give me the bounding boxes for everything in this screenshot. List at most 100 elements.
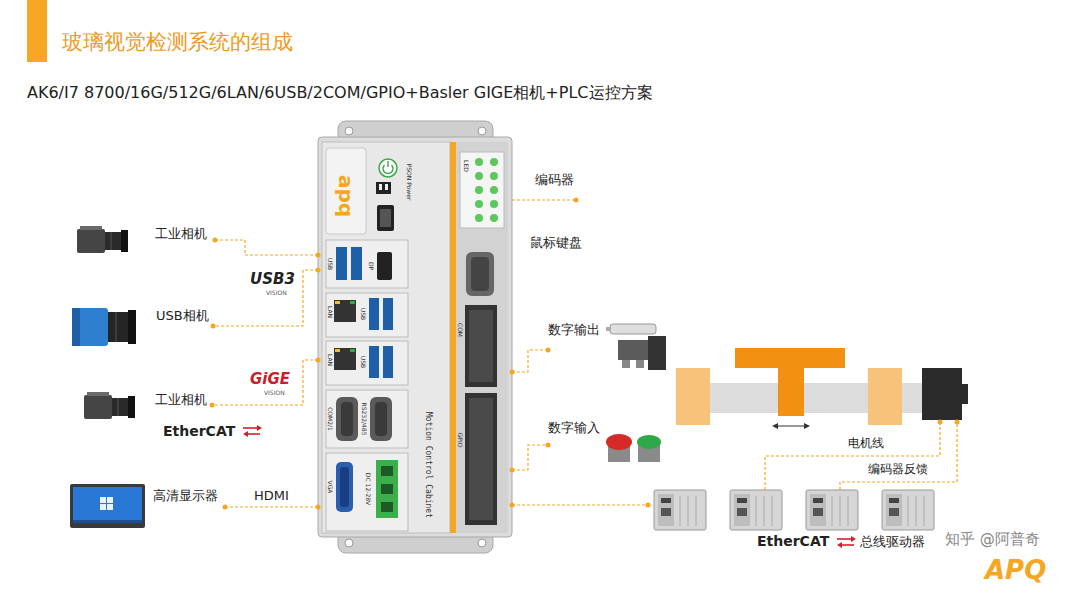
bus-drivers-icon-part xyxy=(810,494,826,526)
hd-monitor-icon-part xyxy=(107,504,113,510)
connector xyxy=(210,358,321,408)
industrial-camera: 工业相机 xyxy=(82,388,212,424)
bus-drivers-icon-part xyxy=(813,498,823,503)
power-vga-panel-part xyxy=(326,453,408,531)
port-label: COM xyxy=(456,323,463,337)
led-panel-part xyxy=(490,186,498,194)
led-panel-part xyxy=(460,152,504,228)
linear-axis-part xyxy=(772,423,778,429)
bus-drivers-icon-part xyxy=(889,498,899,503)
led-panel xyxy=(460,152,504,228)
dashed-wire xyxy=(512,504,648,505)
digital-output-icon-part xyxy=(618,340,652,360)
port-label: COM2/1 xyxy=(326,407,333,431)
bus-drivers-icon-part xyxy=(916,496,917,526)
led-panel-part xyxy=(475,172,483,180)
digital-output-icon-part xyxy=(606,327,611,331)
hdmi-port-part xyxy=(377,205,394,231)
servo-motor-part xyxy=(922,368,962,420)
connector xyxy=(510,348,551,375)
lan-usb-panel-part xyxy=(350,301,355,304)
lan-usb-panel-part xyxy=(369,346,379,378)
power-button-part xyxy=(385,184,388,190)
led-panel-part xyxy=(490,158,498,166)
bus-drivers-icon-part xyxy=(654,490,706,530)
bus-drivers-icon-part xyxy=(908,496,909,526)
node-label: Motion Control Cabinet xyxy=(423,412,433,518)
encoder-leader-part xyxy=(512,199,576,200)
power-vga-panel-part xyxy=(381,466,393,476)
usb-camera-icon-part xyxy=(116,312,117,342)
lan-usb-panel-part xyxy=(326,341,408,385)
dashed-wire xyxy=(213,270,318,326)
industrial-camera-icon-part xyxy=(87,392,109,396)
bus-drivers-icon-part xyxy=(734,494,750,526)
hd-monitor-icon-part xyxy=(100,497,106,503)
encoder-leader-part xyxy=(574,198,579,203)
port-label: DP xyxy=(367,262,374,270)
industrial-camera-icon-part xyxy=(80,226,102,230)
industrial-camera-icon-part xyxy=(84,395,112,419)
controller-housing-part xyxy=(456,142,508,533)
power-button xyxy=(376,159,397,194)
connector xyxy=(211,268,321,329)
industrial-camera-icon-part xyxy=(121,230,128,252)
industrial-camera-icon-part xyxy=(128,396,135,418)
usb-dp-panel-part xyxy=(351,247,362,280)
led-panel-part xyxy=(475,214,483,222)
ethercat-arrows-part xyxy=(257,425,262,431)
hd-monitor: 高清显示器 xyxy=(70,482,225,532)
subtitle: AK6/I7 8700/16G/512G/6LAN/6USB/2COM/GPIO… xyxy=(27,83,653,102)
ethercat-logo: EtherCAT xyxy=(757,533,829,550)
gige-logo: GiGE xyxy=(250,370,290,388)
wire-dot xyxy=(546,348,551,353)
bus-drivers-icon-part xyxy=(813,508,823,516)
hd-monitor-icon-part xyxy=(73,487,142,523)
io-connectors-part xyxy=(466,252,494,296)
linear-axis-part xyxy=(676,368,710,425)
wire-dot xyxy=(546,443,551,448)
dashed-wire xyxy=(212,360,318,405)
lan-usb-panel-part xyxy=(350,349,355,352)
dashed-wire xyxy=(225,506,318,507)
lan-usb-panel xyxy=(326,293,408,385)
wire-dot xyxy=(646,503,651,508)
digital-input: 数字输入 xyxy=(548,418,666,466)
ethercat-arrows xyxy=(243,425,856,548)
wire-dot xyxy=(213,238,218,243)
linear-axis xyxy=(676,348,925,429)
ethercat-arrows-part xyxy=(851,536,856,542)
port-label: USB xyxy=(359,356,366,368)
industrial-camera-icon-part xyxy=(112,398,128,416)
power-button-part xyxy=(387,161,388,167)
bus-drivers-icon-part xyxy=(806,490,858,530)
watermark: 知乎 @阿普奇 xyxy=(945,530,1040,548)
power-vga-panel xyxy=(326,453,408,531)
port-label: PSON Power xyxy=(405,164,412,201)
wire-dot xyxy=(316,268,321,273)
industrial-camera-icon-part xyxy=(118,398,119,416)
lan-usb-panel-part xyxy=(383,346,393,378)
dashed-wire xyxy=(512,445,548,470)
port-label: USB xyxy=(359,308,366,320)
controller-housing-part xyxy=(345,539,353,547)
connector xyxy=(510,503,651,508)
led-panel-part xyxy=(490,172,498,180)
com-panel-part xyxy=(341,402,353,436)
port-label: GPIO xyxy=(456,433,463,448)
brand-logo: APQ xyxy=(985,555,1046,586)
io-connectors-part xyxy=(465,393,497,525)
usb-dp-panel-part xyxy=(326,240,408,288)
controller-housing-part xyxy=(478,539,486,547)
power-vga-panel-part xyxy=(340,467,349,507)
wire-dot xyxy=(211,324,216,329)
wire-label: 电机线 xyxy=(848,436,884,450)
industrial-camera-icon-part xyxy=(77,229,105,253)
industrial-camera-icon-part xyxy=(111,232,112,250)
hdmi-port-part xyxy=(380,209,391,227)
io-connectors xyxy=(465,252,497,525)
title-bar xyxy=(27,0,47,62)
motor-wires-part xyxy=(938,420,943,425)
bus-drivers-icon-part xyxy=(696,496,697,526)
bus-drivers-icon-part xyxy=(737,508,747,516)
